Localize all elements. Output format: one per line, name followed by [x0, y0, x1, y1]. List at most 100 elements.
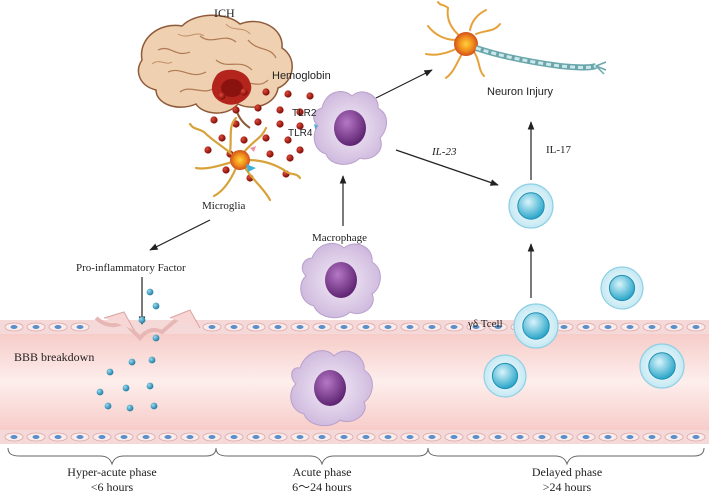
factor-dot [122, 384, 130, 392]
phase-name: Delayed phase [531, 465, 603, 479]
hemoglobin-dot [218, 92, 226, 100]
factor-dot [146, 382, 154, 390]
hemoglobin-dot [284, 136, 292, 144]
pro-inflammatory-factor-dots [96, 288, 160, 412]
endothelial-nucleus [450, 435, 458, 439]
factor-dot [128, 358, 136, 366]
endothelial-nucleus [76, 435, 84, 439]
endothelial-nucleus [142, 435, 150, 439]
hemoglobin-dot [296, 146, 304, 154]
endothelial-nucleus [340, 325, 348, 329]
endothelial-nucleus [296, 435, 304, 439]
endothelial-nucleus [318, 435, 326, 439]
factor-dot [104, 402, 112, 410]
endothelial-nucleus [340, 435, 348, 439]
t-cell-icon [483, 354, 527, 398]
phase-hyper-acute: Hyper-acute phase <6 hours [32, 465, 192, 494]
hemoglobin-dot [204, 146, 212, 154]
phase-delayed: Delayed phase >24 hours [487, 465, 647, 494]
endothelial-nucleus [208, 325, 216, 329]
endothelial-nucleus [406, 325, 414, 329]
hemoglobin-dot [306, 92, 314, 100]
endothelial-nucleus [32, 325, 40, 329]
endothelial-nucleus [32, 435, 40, 439]
ich-label: ICH [214, 6, 235, 20]
macrophage-label: Macrophage [312, 232, 367, 244]
hemoglobin-dot [254, 104, 262, 112]
hemoglobin-dot [222, 166, 230, 174]
endothelial-nucleus [516, 435, 524, 439]
endothelial-nucleus [318, 325, 326, 329]
endothelial-nucleus [230, 435, 238, 439]
endothelial-nucleus [10, 325, 18, 329]
hemoglobin-label: Hemoglobin [272, 70, 331, 82]
arrows [138, 69, 535, 325]
endothelial-nucleus [384, 325, 392, 329]
endothelial-nucleus [186, 435, 194, 439]
endothelial-nucleus [648, 325, 656, 329]
endothelial-nucleus [384, 435, 392, 439]
endothelial-nucleus [274, 435, 282, 439]
hemoglobin-dot [232, 106, 240, 114]
hemoglobin-dots [204, 88, 314, 182]
factor-dot [146, 288, 154, 296]
endothelial-nucleus [560, 325, 568, 329]
t-cell-icon [600, 266, 644, 310]
phase-name: Acute phase [292, 465, 352, 479]
endothelial-nucleus [648, 435, 656, 439]
tlr4-label: TLR4 [288, 128, 313, 139]
endothelial-nucleus [582, 435, 590, 439]
factor-dot [148, 356, 156, 364]
factor-dot [106, 368, 114, 376]
il17-label: IL-17 [546, 144, 572, 156]
hemoglobin-dot [262, 134, 270, 142]
endothelial-nucleus [274, 325, 282, 329]
endothelial-nucleus [626, 325, 634, 329]
endothelial-nucleus [472, 325, 480, 329]
endothelial-nucleus [428, 435, 436, 439]
endothelial-nucleus [582, 325, 590, 329]
t-cell-icon [513, 303, 559, 349]
hemoglobin-dot [286, 154, 294, 162]
endothelial-nucleus [692, 325, 700, 329]
endothelial-nucleus [120, 435, 128, 439]
microglia-icon [188, 116, 302, 202]
hemoglobin-dot [296, 108, 304, 116]
macrophage-icon [300, 242, 381, 319]
brain-icon [137, 14, 293, 129]
endothelial-nucleus [538, 435, 546, 439]
hemoglobin-dot [276, 106, 284, 114]
neuron-icon [425, 1, 607, 79]
factor-dot [152, 302, 160, 310]
macrophage-icon [290, 350, 373, 427]
hemoglobin-dot [240, 88, 248, 96]
phase-acute: Acute phase 6～24 hours [242, 465, 402, 494]
endothelial-nucleus [362, 435, 370, 439]
endothelial-nucleus [76, 325, 84, 329]
endothelial-nucleus [164, 435, 172, 439]
endothelial-nucleus [604, 325, 612, 329]
hemoglobin-dot [276, 120, 284, 128]
endothelial-nucleus [626, 435, 634, 439]
microglia-label: Microglia [202, 200, 246, 212]
endothelial-nucleus [54, 325, 62, 329]
endothelial-nucleus [604, 435, 612, 439]
endothelial-nucleus [98, 435, 106, 439]
endothelial-nucleus [252, 325, 260, 329]
factor-dot [152, 334, 160, 342]
endothelial-nucleus [230, 325, 238, 329]
hemoglobin-dot [218, 134, 226, 142]
endothelial-nucleus [450, 325, 458, 329]
factor-dot [150, 402, 158, 410]
endothelial-nucleus [10, 435, 18, 439]
hemoglobin-dot [254, 118, 262, 126]
factor-dot [126, 404, 134, 412]
endothelial-nucleus [472, 435, 480, 439]
hemoglobin-dot [262, 88, 270, 96]
endothelial-nucleus [428, 325, 436, 329]
hemoglobin-dot [240, 136, 248, 144]
il23-label: IL-23 [432, 146, 457, 158]
macrophage-icon [313, 91, 387, 165]
endothelial-nucleus [54, 435, 62, 439]
factor-dot [96, 388, 104, 396]
